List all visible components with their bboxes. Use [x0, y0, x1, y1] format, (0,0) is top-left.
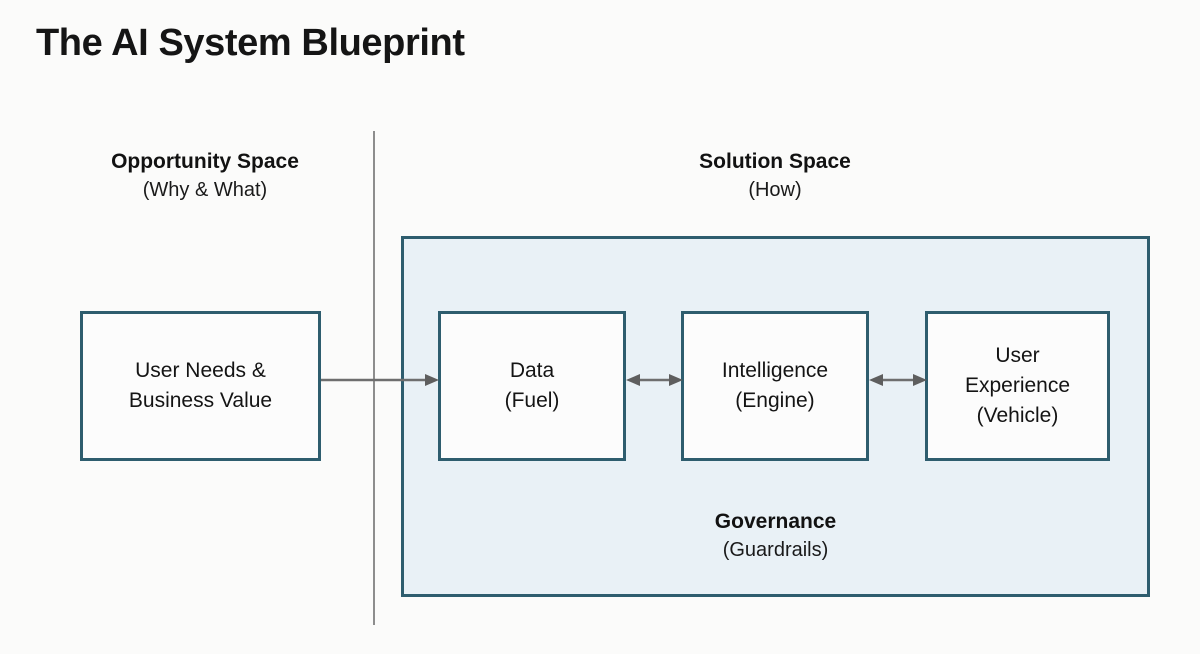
opportunity-space-heading: Opportunity Space (Why & What)	[40, 150, 370, 202]
solution-space-heading: Solution Space (How)	[600, 150, 950, 202]
governance-heading: Governance (Guardrails)	[404, 509, 1147, 562]
arrow-user-needs-to-data-icon	[321, 374, 439, 386]
solution-space-subtitle: (How)	[748, 178, 802, 201]
opportunity-space-subtitle: (Why & What)	[142, 178, 268, 201]
node-intelligence[interactable]: Intelligence (Engine)	[681, 311, 869, 461]
node-user-experience-label: User Experience (Vehicle)	[964, 344, 1071, 427]
page-title: The AI System Blueprint	[36, 22, 465, 64]
node-intelligence-label: Intelligence (Engine)	[721, 359, 829, 412]
node-user-needs[interactable]: User Needs & Business Value	[80, 311, 321, 461]
node-user-needs-label: User Needs & Business Value	[128, 359, 273, 412]
governance-subtitle: (Guardrails)	[722, 539, 829, 562]
governance-title: Governance	[714, 510, 837, 533]
arrow-intelligence-user-experience-icon	[869, 374, 927, 386]
node-data-label: Data (Fuel)	[504, 359, 560, 412]
node-data[interactable]: Data (Fuel)	[438, 311, 626, 461]
solution-space-title: Solution Space	[699, 150, 851, 173]
node-user-experience[interactable]: User Experience (Vehicle)	[925, 311, 1110, 461]
opportunity-space-title: Opportunity Space	[111, 150, 299, 173]
space-divider-line	[373, 131, 375, 625]
arrow-data-intelligence-icon	[626, 374, 683, 386]
